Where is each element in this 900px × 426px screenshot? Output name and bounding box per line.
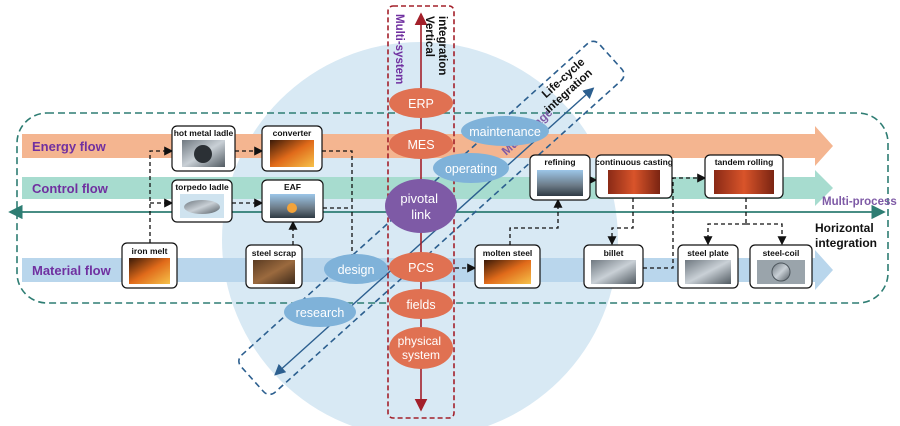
coil-icon xyxy=(771,262,791,282)
lifecycle-maintenance: maintenance xyxy=(461,116,549,146)
maintenance-label: maintenance xyxy=(469,125,541,139)
node-refining: refining xyxy=(529,154,591,201)
node-iron-melt: iron melt xyxy=(121,242,178,289)
node-steel-coil: steel-coil xyxy=(749,244,813,289)
maintenance-ellipse xyxy=(461,116,549,146)
steel-scrap-photo xyxy=(253,260,295,284)
continuous-casting-label: continuous casting xyxy=(595,157,673,167)
connector-billet-rolling xyxy=(643,173,707,269)
research-ellipse xyxy=(284,297,356,327)
node-molten-steel: molten steel xyxy=(474,244,541,289)
eaf-glow-icon xyxy=(287,203,297,213)
horizontal-integration-label: Horizontal integration xyxy=(815,221,877,250)
molten-steel-label: molten steel xyxy=(483,248,533,258)
pivotal-link-line1: pivotal xyxy=(400,191,438,206)
layer-pivotal-link: pivotal link xyxy=(385,179,457,233)
research-label: research xyxy=(296,306,345,320)
layer-physical-system: physical system xyxy=(389,327,453,369)
horizontal-integration-line2: integration xyxy=(815,236,877,250)
lifecycle-operating: operating xyxy=(433,153,509,183)
iron-melt-photo xyxy=(129,258,170,284)
billet-photo xyxy=(591,260,636,284)
iron-melt-label: iron melt xyxy=(132,246,168,256)
design-ellipse xyxy=(324,254,388,284)
horizontal-integration-line1: Horizontal xyxy=(815,221,874,235)
torpedo-car-icon xyxy=(184,200,220,214)
pcs-ellipse xyxy=(389,252,453,282)
connector-converter-down xyxy=(322,150,353,258)
converter-photo xyxy=(270,140,314,167)
pivotal-link-label: pivotal link xyxy=(400,191,441,222)
node-steel-plate: steel plate xyxy=(677,244,739,289)
physical-system-line2: system xyxy=(402,348,440,362)
eaf-label: EAF xyxy=(284,182,301,192)
hot-metal-ladle-label: hot metal ladle xyxy=(174,128,234,138)
converter-label: converter xyxy=(273,128,312,138)
steel-scrap-label: steel scrap xyxy=(252,248,296,258)
node-tandem-rolling: tandem rolling xyxy=(704,154,784,199)
layer-erp: ERP xyxy=(389,88,453,118)
physical-system-label: physical system xyxy=(398,334,445,362)
multi-system-label: Multi-system xyxy=(393,14,405,84)
steel-plate-label: steel plate xyxy=(687,248,729,258)
torpedo-ladle-label: torpedo ladle xyxy=(175,182,229,192)
connector-casting-billet xyxy=(607,198,634,246)
node-continuous-casting: continuous casting xyxy=(595,154,673,199)
ladle-bowl-icon xyxy=(194,145,212,163)
vertical-integration-line2: integration xyxy=(436,16,448,75)
tandem-rolling-photo xyxy=(714,170,774,194)
connectors xyxy=(149,146,787,273)
pcs-label: PCS xyxy=(408,261,434,275)
multi-process-label: Multi-process xyxy=(822,196,897,208)
operating-label: operating xyxy=(445,162,497,176)
energy-flow-label: Energy flow xyxy=(32,139,107,154)
fields-label: fields xyxy=(406,298,435,312)
erp-label: ERP xyxy=(408,97,434,111)
tandem-rolling-label: tandem rolling xyxy=(715,157,774,167)
material-flow-label: Material flow xyxy=(32,263,112,278)
connector-molten-refining xyxy=(509,198,563,245)
refining-photo xyxy=(537,170,583,196)
node-torpedo-ladle: torpedo ladle xyxy=(171,179,233,223)
control-flow-label: Control flow xyxy=(32,181,109,196)
pivotal-link-line2: link xyxy=(411,207,431,222)
operating-ellipse xyxy=(433,153,509,183)
mes-label: MES xyxy=(407,138,434,152)
steel-coil-label: steel-coil xyxy=(763,248,800,258)
billet-label: billet xyxy=(604,248,624,258)
layer-fields: fields xyxy=(389,289,453,319)
node-hot-metal-ladle: hot metal ladle xyxy=(171,125,236,172)
lifecycle-label: Life-cycle integration xyxy=(534,54,598,116)
physical-system-ellipse xyxy=(389,327,453,369)
physical-system-line1: physical xyxy=(398,334,441,348)
lifecycle-research: research xyxy=(284,297,356,327)
node-converter: converter xyxy=(261,125,323,172)
connector-rolling-coil xyxy=(746,223,787,246)
layer-pcs: PCS xyxy=(389,252,453,282)
connector-rolling-plate xyxy=(703,223,746,246)
steel-plate-photo xyxy=(685,260,731,284)
connector-ironmelt-hotmetal xyxy=(149,146,174,243)
erp-ellipse xyxy=(389,88,453,118)
lifecycle-design: design xyxy=(324,254,388,284)
fields-ellipse xyxy=(389,289,453,319)
vertical-integration-label: Vertical integration xyxy=(423,16,448,75)
node-eaf: EAF xyxy=(261,179,324,223)
node-steel-scrap: steel scrap xyxy=(245,244,303,289)
continuous-casting-photo xyxy=(608,170,660,194)
design-label: design xyxy=(338,263,375,277)
molten-steel-photo xyxy=(484,260,531,284)
vertical-integration-line1: Vertical xyxy=(423,16,435,57)
layer-mes: MES xyxy=(389,129,453,159)
node-billet: billet xyxy=(583,244,644,289)
refining-label: refining xyxy=(544,157,575,167)
pivotal-link-ellipse xyxy=(385,179,457,233)
mes-ellipse xyxy=(389,129,453,159)
